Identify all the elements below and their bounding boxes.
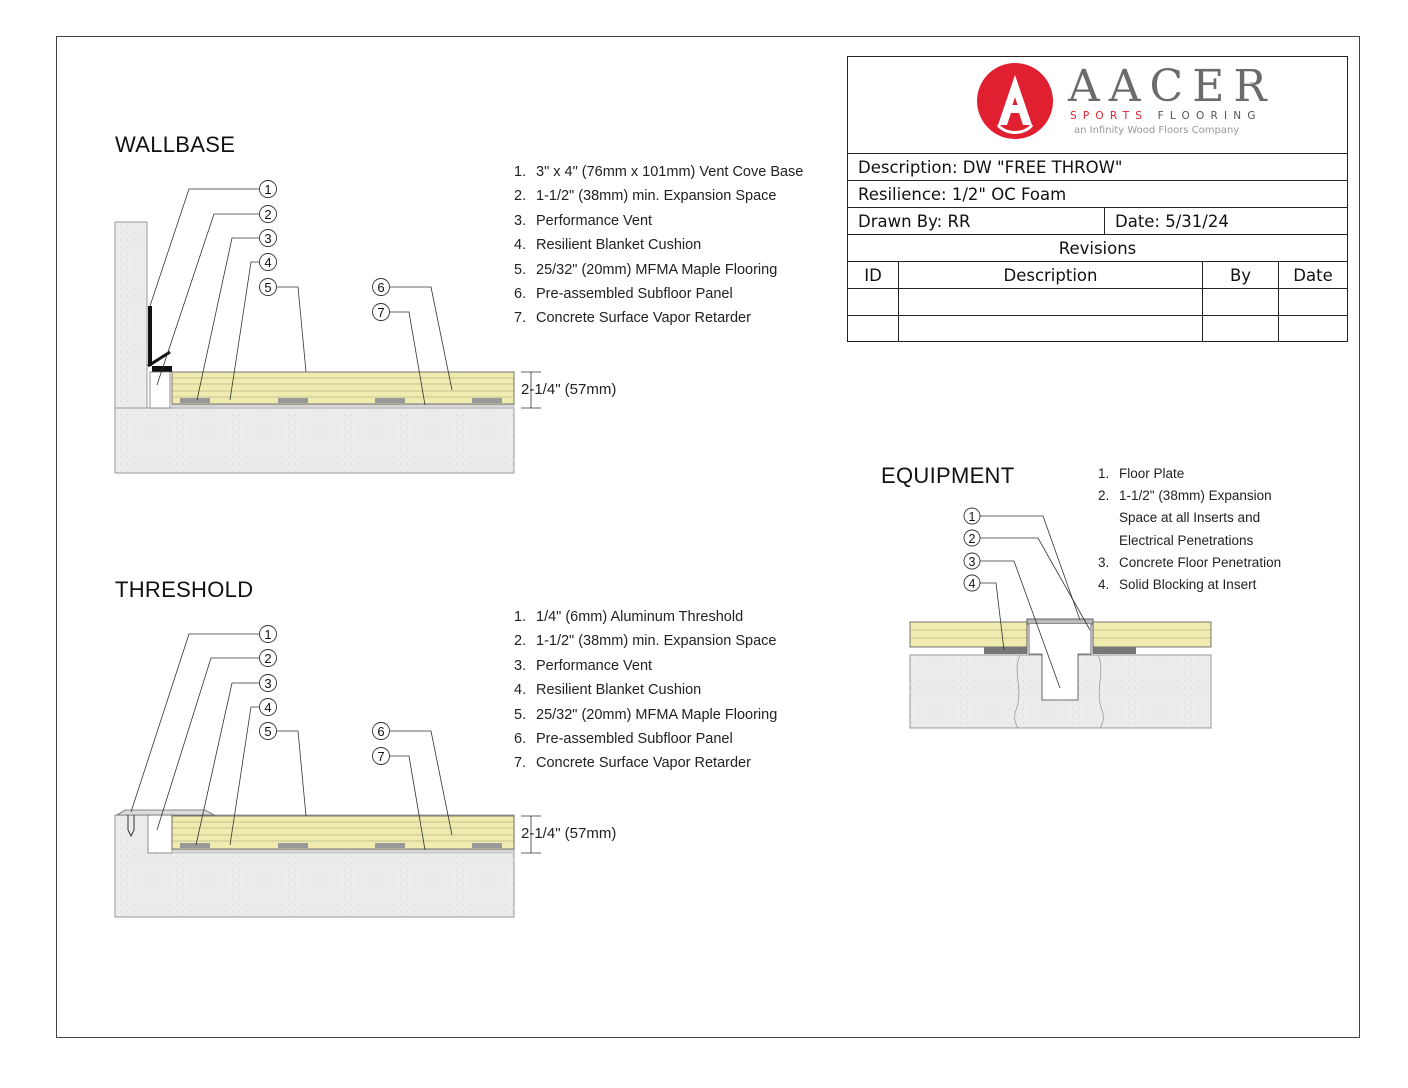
note-item: 6.Pre-assembled Subfloor Panel	[514, 286, 733, 303]
cushion-pad	[180, 398, 210, 403]
callout-1: 1	[264, 627, 271, 642]
callout-2: 2	[969, 532, 976, 546]
cushion-pad	[375, 843, 405, 848]
solid-blocking	[984, 647, 1027, 654]
cushion-pad	[472, 398, 502, 403]
logo-trademark: ™	[1249, 81, 1257, 90]
cushion-pad	[375, 398, 405, 403]
threshold-notes: 1.1/4" (6mm) Aluminum Threshold 2.1-1/2"…	[514, 605, 777, 776]
equipment-detail: 1 2 3 4	[909, 507, 1212, 729]
note-item: 5.25/32" (20mm) MFMA Maple Flooring	[514, 706, 778, 723]
cushion-pad	[278, 843, 308, 848]
logo-tagline: an Infinity Wood Floors Company	[1074, 125, 1240, 136]
expansion-space	[149, 371, 171, 409]
logo-subtitle: SPORTS FLOORING	[1070, 110, 1262, 122]
note-item: 4.Resilient Blanket Cushion	[514, 237, 702, 254]
callout-5: 5	[264, 280, 271, 295]
anchor-screw	[127, 815, 135, 838]
cushion-pad	[180, 843, 210, 848]
callout-4: 4	[264, 700, 271, 715]
note-item: 4.Resilient Blanket Cushion	[514, 682, 702, 699]
logo-a-icon	[977, 63, 1053, 139]
concrete-slab	[114, 407, 515, 474]
note-item: 1.1/4" (6mm) Aluminum Threshold	[514, 609, 744, 625]
callout-4: 4	[264, 255, 271, 270]
maple-flooring	[171, 815, 515, 850]
vapor-retarder	[171, 848, 515, 854]
drawn-by: Drawn By: RR	[858, 211, 971, 231]
revisions-header-row: ID Description By Date	[848, 261, 1347, 288]
note-item: 1.3" x 4" (76mm x 101mm) Vent Cove Base	[514, 164, 804, 180]
solid-blocking	[1093, 647, 1136, 654]
note-item: 7.Concrete Surface Vapor Retarder	[514, 310, 751, 327]
description-row: Description: DW "FREE THROW"	[848, 153, 1347, 180]
callout-3: 3	[969, 555, 976, 569]
maple-flooring	[1092, 621, 1212, 648]
drawing-description: Description: DW "FREE THROW"	[858, 157, 1123, 177]
company-logo: AACER ™ SPORTS FLOORING an Infinity Wood…	[848, 57, 1347, 153]
drawing-date: Date: 5/31/24	[1104, 208, 1229, 234]
rev-header-date: Date	[1278, 262, 1347, 288]
note-item: Electrical Penetrations	[1119, 532, 1254, 548]
callout-1: 1	[969, 510, 976, 524]
drawn-by-row: Drawn By: RR Date: 5/31/24	[848, 207, 1347, 234]
resilience-row: Resilience: 1/2" OC Foam	[848, 180, 1347, 207]
cushion-pad	[278, 398, 308, 403]
aluminum-threshold	[115, 809, 216, 816]
threshold-detail: 1 2 3 4 5 6 7	[114, 625, 541, 918]
callout-4: 4	[969, 577, 976, 591]
note-item: 5.25/32" (20mm) MFMA Maple Flooring	[514, 261, 778, 278]
callout-6: 6	[377, 280, 384, 295]
revisions-title: Revisions	[1058, 238, 1137, 258]
logo-wordmark: AACER	[1068, 61, 1276, 112]
note-item: 1.Floor Plate	[1098, 466, 1185, 481]
revision-row	[848, 288, 1347, 315]
callout-2: 2	[264, 651, 271, 666]
wallbase-heading: WALLBASE	[115, 132, 236, 157]
revision-row	[848, 315, 1347, 342]
note-item: 3.Performance Vent	[514, 212, 653, 229]
rev-header-description: Description	[898, 262, 1202, 288]
wall	[114, 221, 148, 409]
threshold-dimension: 2-1/4" (57mm)	[521, 825, 617, 842]
note-item: 2.1-1/2" (38mm) Expansion	[1098, 488, 1272, 504]
rev-header-by: By	[1202, 262, 1278, 288]
callout-6: 6	[377, 724, 384, 739]
callout-1: 1	[264, 182, 271, 197]
threshold-heading: THRESHOLD	[115, 577, 254, 602]
floor-penetration	[1028, 624, 1092, 701]
resilience-spec: Resilience: 1/2" OC Foam	[858, 184, 1067, 204]
wallbase-dimension: 2-1/4" (57mm)	[521, 381, 617, 398]
maple-flooring	[171, 371, 515, 405]
note-item: 6.Pre-assembled Subfloor Panel	[514, 731, 733, 748]
note-item: 2.1-1/2" (38mm) min. Expansion Space	[514, 188, 777, 205]
callout-2: 2	[264, 207, 271, 222]
callout-3: 3	[264, 231, 271, 246]
callout-5: 5	[264, 724, 271, 739]
wallbase-notes: 1.3" x 4" (76mm x 101mm) Vent Cove Base …	[514, 160, 803, 331]
note-item: 7.Concrete Surface Vapor Retarder	[514, 755, 751, 772]
note-item: 3.Concrete Floor Penetration	[1098, 554, 1282, 570]
note-item: 2.1-1/2" (38mm) min. Expansion Space	[514, 633, 777, 650]
drawing-frame	[56, 36, 1360, 1038]
revisions-title-row: Revisions	[848, 234, 1347, 261]
cushion-pad	[472, 843, 502, 848]
maple-flooring	[909, 621, 1028, 648]
equipment-heading: EQUIPMENT	[881, 463, 1015, 488]
note-item: Space at all Inserts and	[1119, 510, 1261, 526]
wallbase-detail: 1 2 3 4 5 6 7	[114, 180, 541, 474]
callout-3: 3	[264, 676, 271, 691]
vapor-retarder	[171, 403, 515, 409]
note-item: 3.Performance Vent	[514, 657, 653, 674]
callout-7: 7	[377, 749, 384, 764]
note-item: 4.Solid Blocking at Insert	[1098, 577, 1257, 593]
equipment-notes: 1.Floor Plate 2.1-1/2" (38mm) Expansion …	[1098, 463, 1281, 596]
title-block: AACER ™ SPORTS FLOORING an Infinity Wood…	[847, 56, 1348, 342]
rev-header-id: ID	[864, 265, 882, 285]
callout-7: 7	[377, 305, 384, 320]
